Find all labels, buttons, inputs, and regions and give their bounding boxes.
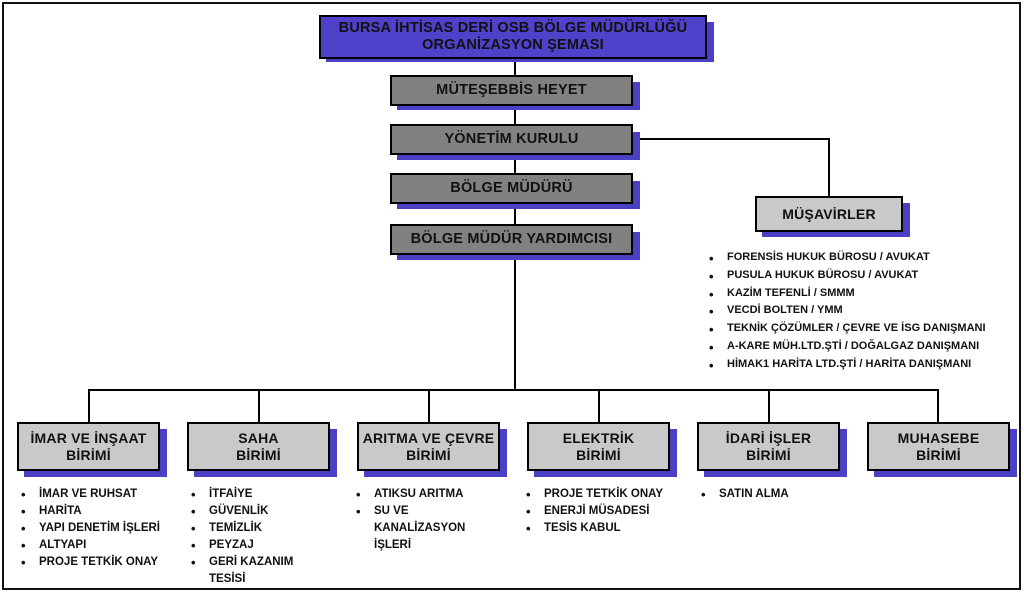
list-item: TEKNİK ÇÖZÜMLER / ÇEVRE VE İSG DANIŞMANI — [705, 319, 1020, 340]
list-item: TEMİZLİK — [187, 519, 347, 538]
node-musavirler: MÜŞAVİRLER — [755, 196, 903, 232]
connector-bus-to-unit-3 — [428, 389, 430, 422]
connector-yardimci-to-bus — [514, 255, 516, 390]
node-yonetim-kurulu: YÖNETİM KURULU — [390, 124, 633, 155]
node-yonetim-kurulu-label: YÖNETİM KURULU — [444, 130, 579, 147]
node-saha-birimi-label: SAHA BİRİMİ — [236, 429, 281, 463]
chart-title-box: BURSA İHTİSAS DERİ OSB BÖLGE MÜDÜRLÜĞÜ O… — [319, 15, 707, 59]
connector-bus-to-unit-5 — [768, 389, 770, 422]
list-item: YAPI DENETİM İŞLERİ — [17, 519, 182, 538]
connector-yonetim-to-musavirler-horizontal — [633, 138, 830, 140]
node-mutesebbis-heyet: MÜTEŞEBBİS HEYET — [390, 75, 633, 106]
node-aritma-ve-cevre-birimi-label: ARITMA VE ÇEVRE BİRİMİ — [362, 429, 495, 463]
imar-ve-insaat-birimi-tasks: İMAR VE RUHSAT HARİTA YAPI DENETİM İŞLER… — [17, 485, 182, 572]
connector-bolgemuduru-to-yardimci — [514, 204, 516, 225]
saha-birimi-tasks: İTFAİYE GÜVENLİK TEMİZLİK PEYZAJ GERİ KA… — [187, 485, 347, 588]
node-muhasebe-birimi-label: MUHASEBE BİRİMİ — [897, 429, 980, 463]
node-bolge-mudur-yardimcisi-label: BÖLGE MÜDÜR YARDIMCISI — [410, 230, 613, 247]
node-idari-isler-birimi: İDARİ İŞLER BİRİMİ — [697, 422, 840, 471]
connector-yonetim-to-bolgemuduru — [514, 155, 516, 174]
connector-bus-to-unit-1 — [88, 389, 90, 422]
units-distribution-bus — [88, 389, 939, 391]
idari-isler-birimi-tasks: SATIN ALMA — [697, 485, 862, 504]
node-bolge-muduru: BÖLGE MÜDÜRÜ — [390, 173, 633, 204]
chart-title-text: BURSA İHTİSAS DERİ OSB BÖLGE MÜDÜRLÜĞÜ O… — [338, 19, 688, 53]
list-item: GÜVENLİK — [187, 502, 347, 521]
list-item: TESİS KABUL — [522, 519, 687, 538]
advisors-list: FORENSİS HUKUK BÜROSU / AVUKAT PUSULA HU… — [705, 248, 1020, 376]
list-item: İMAR VE RUHSAT — [17, 485, 182, 504]
aritma-ve-cevre-birimi-tasks: ATIKSU ARITMA SU VE KANALİZASYON İŞLERİ — [352, 485, 517, 554]
list-item: GERİ KAZANIM TESİSİ — [187, 553, 347, 588]
list-item: A-KARE MÜH.LTD.ŞTİ / DOĞALGAZ DANIŞMANI — [705, 337, 1020, 358]
node-idari-isler-birimi-label: İDARİ İŞLER BİRİMİ — [725, 429, 812, 463]
connector-yonetim-to-musavirler-vertical — [828, 138, 830, 196]
connector-bus-to-unit-6 — [937, 389, 939, 422]
node-aritma-ve-cevre-birimi: ARITMA VE ÇEVRE BİRİMİ — [357, 422, 500, 471]
connector-bus-to-unit-4 — [598, 389, 600, 422]
node-muhasebe-birimi: MUHASEBE BİRİMİ — [867, 422, 1010, 471]
list-item: ALTYAPI — [17, 536, 182, 555]
node-musavirler-label: MÜŞAVİRLER — [782, 205, 876, 222]
node-mutesebbis-heyet-label: MÜTEŞEBBİS HEYET — [436, 81, 587, 98]
list-item: ENERJİ MÜSADESİ — [522, 502, 687, 521]
list-item: PROJE TETKİK ONAY — [522, 485, 687, 504]
list-item: ATIKSU ARITMA — [352, 485, 517, 504]
elektrik-birimi-tasks: PROJE TETKİK ONAY ENERJİ MÜSADESİ TESİS … — [522, 485, 687, 538]
node-bolge-mudur-yardimcisi: BÖLGE MÜDÜR YARDIMCISI — [390, 224, 633, 255]
connector-title-to-mutesebbis — [514, 59, 516, 77]
node-saha-birimi: SAHA BİRİMİ — [187, 422, 330, 471]
list-item: PEYZAJ — [187, 536, 347, 555]
list-item: HARİTA — [17, 502, 182, 521]
list-item: İTFAİYE — [187, 485, 347, 504]
list-item: KAZİM TEFENLİ / SMMM — [705, 284, 1020, 305]
connector-mutesebbis-to-yonetim — [514, 106, 516, 125]
list-item: PUSULA HUKUK BÜROSU / AVUKAT — [705, 266, 1020, 287]
list-item: SU VE KANALİZASYON İŞLERİ — [352, 502, 517, 554]
list-item: VECDİ BOLTEN / YMM — [705, 301, 1020, 322]
list-item: HİMAK1 HARİTA LTD.ŞTİ / HARİTA DANIŞMANI — [705, 355, 1020, 376]
node-bolge-muduru-label: BÖLGE MÜDÜRÜ — [450, 179, 573, 196]
node-imar-ve-insaat-birimi: İMAR VE İNŞAAT BİRİMİ — [17, 422, 160, 471]
list-item: FORENSİS HUKUK BÜROSU / AVUKAT — [705, 248, 1020, 269]
node-imar-ve-insaat-birimi-label: İMAR VE İNŞAAT BİRİMİ — [30, 429, 147, 463]
connector-bus-to-unit-2 — [258, 389, 260, 422]
node-elektrik-birimi-label: ELEKTRİK BİRİMİ — [562, 429, 635, 463]
list-item: PROJE TETKİK ONAY — [17, 553, 182, 572]
node-elektrik-birimi: ELEKTRİK BİRİMİ — [527, 422, 670, 471]
list-item: SATIN ALMA — [697, 485, 862, 504]
